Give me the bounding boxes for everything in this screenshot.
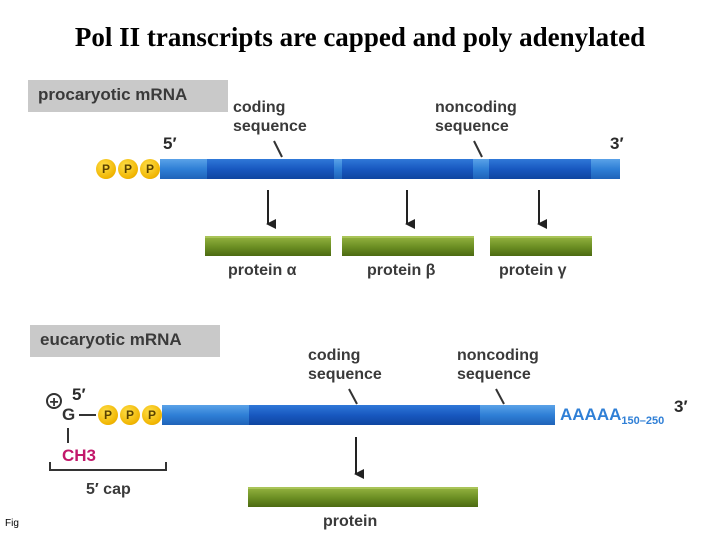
eucaryotic-coding-label: coding sequence	[308, 346, 382, 384]
protein-gamma-label: protein γ	[499, 262, 567, 279]
procaryotic-coding-pointer	[273, 140, 283, 158]
eucaryotic-protein-label: protein	[323, 513, 378, 530]
protein-alpha-bar	[205, 236, 331, 256]
polya-tail-label: AAAAA150–250	[560, 405, 664, 427]
procaryotic-noncoding-line1: noncoding	[435, 99, 517, 116]
procaryotic-three-prime: 3′	[610, 134, 624, 153]
protein-gamma-bar	[490, 236, 592, 256]
protein-beta-label: protein β	[367, 262, 436, 279]
eucaryotic-three-prime: 3′	[674, 397, 688, 416]
procaryotic-noncoding-pointer	[473, 140, 483, 158]
methyl-group-label: CH3	[62, 446, 97, 465]
phosphate-bead: P	[96, 159, 116, 179]
procaryotic-coding-line1: coding	[233, 99, 286, 116]
procaryotic-noncoding-line2: sequence	[435, 118, 509, 135]
phosphate-bead: P	[118, 159, 138, 179]
eucaryotic-header: eucaryotic mRNA	[30, 325, 220, 357]
page-title: Pol II transcripts are capped and poly a…	[74, 22, 646, 52]
procaryotic-coding-segment-2	[342, 159, 473, 179]
five-prime-cap-label: 5′ cap	[86, 481, 131, 498]
procaryotic-noncoding-label: noncoding sequence	[435, 98, 517, 136]
protein-alpha-label: protein α	[228, 262, 297, 279]
eucaryotic-coding-segment	[249, 405, 480, 425]
eucaryotic-five-prime: 5′	[72, 385, 86, 404]
phosphate-bead: P	[140, 159, 160, 179]
cap-bracket	[49, 462, 167, 471]
phosphate-bead: P	[98, 405, 118, 425]
phosphate-bead: P	[120, 405, 140, 425]
procaryotic-coding-segment-1	[207, 159, 334, 179]
eucaryotic-coding-line2: sequence	[308, 366, 382, 383]
procaryotic-header: procaryotic mRNA	[28, 80, 228, 112]
polya-sequence: AAAAA	[560, 405, 622, 424]
figure-note: Fig	[5, 518, 19, 529]
eucaryotic-noncoding-line2: sequence	[457, 366, 531, 383]
positive-charge-icon: +	[46, 393, 62, 411]
eucaryotic-noncoding-pointer	[495, 388, 505, 405]
eucaryotic-protein-bar	[248, 487, 478, 507]
eucaryotic-noncoding-label: noncoding sequence	[457, 346, 539, 384]
protein-beta-bar	[342, 236, 474, 256]
eucaryotic-coding-line1: coding	[308, 347, 361, 364]
eucaryotic-noncoding-line1: noncoding	[457, 347, 539, 364]
procaryotic-five-prime: 5′	[163, 134, 177, 153]
procaryotic-coding-line2: sequence	[233, 118, 307, 135]
procaryotic-coding-segment-3	[489, 159, 591, 179]
guanine-cap-label: G	[62, 405, 76, 424]
polya-range: 150–250	[621, 415, 665, 427]
eucaryotic-coding-pointer	[348, 388, 358, 405]
phosphate-bead: P	[142, 405, 162, 425]
procaryotic-coding-label: coding sequence	[233, 98, 307, 136]
